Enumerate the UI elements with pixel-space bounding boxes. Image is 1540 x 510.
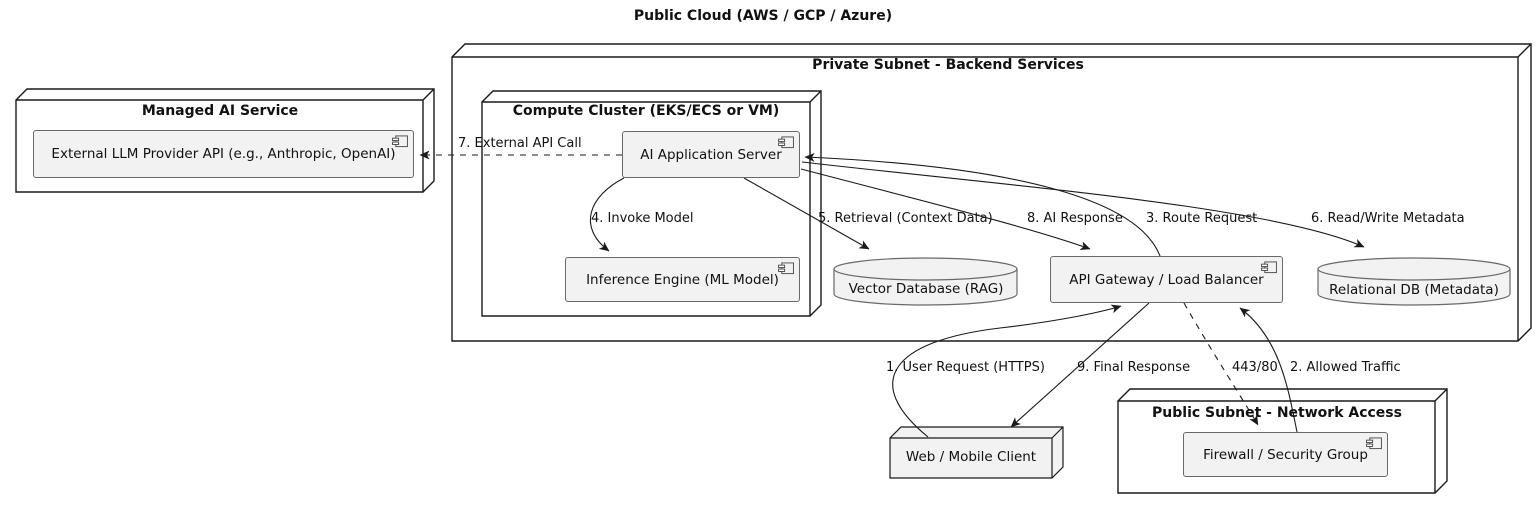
edge-ai-response <box>800 168 1091 250</box>
edge-label-user-request: 1. User Request (HTTPS) <box>886 360 1045 375</box>
edge-read-write-metadata <box>801 161 1365 248</box>
ai-application-server-component: AI Application Server <box>622 131 800 178</box>
component-icon <box>392 135 408 148</box>
external-llm-provider-component: External LLM Provider API (e.g., Anthrop… <box>33 130 414 178</box>
vector-database-label: Vector Database (RAG) <box>848 281 1004 297</box>
edge-invoke-model <box>589 177 625 252</box>
relational-db-cylinder <box>1317 257 1511 306</box>
compute-cluster-title: Compute Cluster (EKS/ECS or VM) <box>512 103 780 119</box>
component-icon <box>778 262 794 275</box>
web-mobile-client-label: Web / Mobile Client <box>905 449 1037 465</box>
ai-application-server-label: AI Application Server <box>640 146 782 163</box>
edge-label-retrieval: 5. Retrieval (Context Data) <box>818 211 993 226</box>
inference-engine-component: Inference Engine (ML Model) <box>565 257 800 302</box>
private-subnet-title: Private Subnet - Backend Services <box>812 57 1084 73</box>
edge-label-route-request: 3. Route Request <box>1146 211 1258 226</box>
public-subnet-title: Public Subnet - Network Access <box>1152 405 1402 421</box>
edge-route-request <box>804 152 1161 257</box>
component-icon <box>778 136 794 149</box>
edge-allowed-traffic <box>1239 307 1298 433</box>
api-gateway-label: API Gateway / Load Balancer <box>1069 271 1264 288</box>
api-gateway-component: API Gateway / Load Balancer <box>1050 256 1283 303</box>
managed-ai-service-title: Managed AI Service <box>141 103 299 119</box>
edge-label-invoke-model: 4. Invoke Model <box>591 211 694 226</box>
edge-label-443-80: 443/80 <box>1232 360 1278 375</box>
edge-user-request <box>892 304 1122 438</box>
component-icon <box>1261 261 1277 274</box>
edge-label-ai-response: 8. AI Response <box>1027 211 1123 226</box>
edge-retrieval <box>743 177 870 250</box>
web-mobile-client-node <box>889 426 1064 479</box>
external-llm-provider-label: External LLM Provider API (e.g., Anthrop… <box>51 146 396 162</box>
relational-db-label: Relational DB (Metadata) <box>1329 282 1499 298</box>
edge-label-external-api: 7. External API Call <box>458 136 582 151</box>
inference-engine-label: Inference Engine (ML Model) <box>586 271 779 288</box>
edge-label-final-response: 9. Final Response <box>1077 360 1191 375</box>
component-icon <box>1366 437 1382 450</box>
vector-database-cylinder <box>833 257 1018 306</box>
edge-final-response <box>1010 302 1150 428</box>
edge-label-read-write: 6. Read/Write Metadata <box>1311 211 1465 226</box>
diagram-title: Public Cloud (AWS / GCP / Azure) <box>633 8 893 24</box>
edge-label-allowed-traffic: 2. Allowed Traffic <box>1290 360 1401 375</box>
firewall-component: Firewall / Security Group <box>1183 432 1388 477</box>
firewall-label: Firewall / Security Group <box>1203 446 1368 463</box>
